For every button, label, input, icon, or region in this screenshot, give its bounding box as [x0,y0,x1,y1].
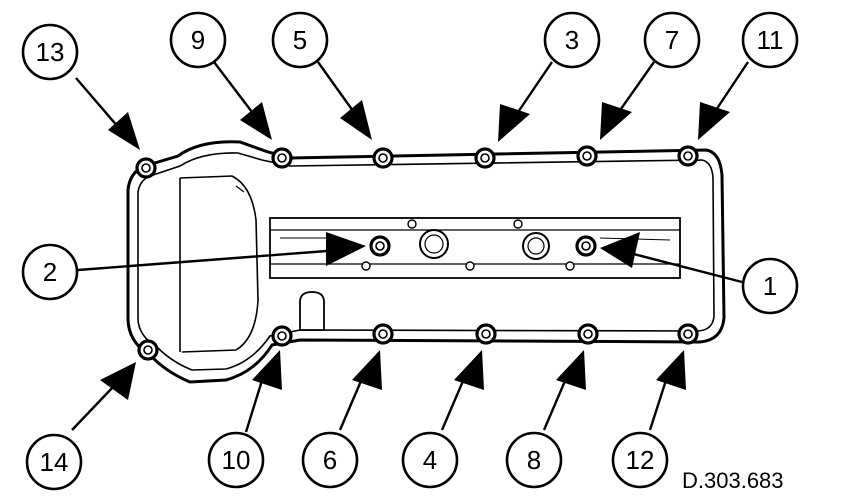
bolt-2 [369,235,391,257]
bolt-1 [575,235,597,257]
callout-label: 12 [626,445,655,475]
left-baffle [179,175,259,353]
leader-2 [77,232,366,272]
cover-outline [126,140,726,384]
leader-6 [338,350,382,431]
bolt-3 [474,147,496,169]
reference-code: D.303.683 [682,468,784,493]
callout-label: 3 [565,25,579,55]
leader-4 [440,350,484,431]
callout-8: 8 [505,431,563,489]
callout-label: 8 [527,445,541,475]
bolt-4 [475,323,497,345]
leader-11 [698,61,749,140]
bolt-10 [271,325,293,347]
callout-label: 10 [222,445,251,475]
bolt-14 [137,339,159,361]
callout-label: 13 [36,37,65,67]
leader-13 [75,77,140,150]
bolt-8 [577,323,599,345]
callout-11: 11 [741,11,799,69]
callout-label: 6 [323,445,337,475]
callout-1: 1 [741,257,799,315]
leaders [71,61,749,433]
callout-label: 5 [293,25,307,55]
callout-2: 2 [21,243,79,301]
callout-label: 9 [191,25,205,55]
bolt-12 [677,323,699,345]
callout-label: 7 [665,25,679,55]
bolt-5 [372,147,394,169]
callout-14: 14 [25,433,83,491]
callout-6: 6 [301,431,359,489]
callouts: 13 9 5 3 7 11 2 1 14 10 6 4 8 12 [21,11,799,491]
callout-4: 4 [401,431,459,489]
leader-7 [600,61,655,140]
callout-label: 1 [763,271,777,301]
bolt-7 [576,145,598,167]
callout-label: 2 [43,257,57,287]
callout-13: 13 [21,23,79,81]
leader-3 [498,61,553,142]
callout-5: 5 [271,11,329,69]
leader-1 [600,232,743,284]
bolt-13 [135,157,157,179]
callout-9: 9 [169,11,227,69]
callout-label: 4 [423,445,437,475]
leader-8 [542,350,586,431]
bolts [135,145,699,361]
leader-14 [71,362,136,431]
bolt-6 [372,323,394,345]
callout-12: 12 [611,431,669,489]
bolt-11 [677,145,699,167]
leader-12 [648,350,686,431]
center-rail [269,217,681,331]
leader-10 [244,350,282,433]
callout-10: 10 [207,431,265,489]
callout-label: 11 [757,25,784,55]
leader-9 [213,61,272,140]
callout-7: 7 [643,11,701,69]
callout-3: 3 [543,11,601,69]
leader-5 [317,61,372,140]
callout-label: 14 [40,447,69,477]
bolt-9 [271,147,293,169]
